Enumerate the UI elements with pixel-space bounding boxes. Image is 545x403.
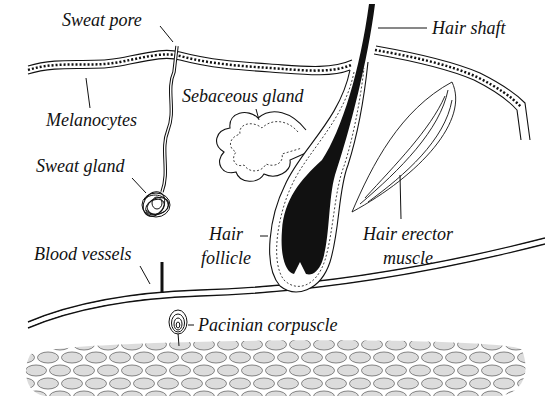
part-label: Blood vessels: [34, 242, 131, 266]
part-label: Hair erector muscle: [342, 222, 474, 270]
part-label: Sweat gland: [36, 154, 125, 178]
leader-line: [86, 26, 427, 325]
part-label: Sweat pore: [62, 8, 142, 32]
part-label: Hair shaft: [432, 16, 506, 40]
part-label: Hair follicle: [194, 222, 258, 270]
pacinian-corpuscle: [169, 310, 187, 346]
part-label: Pacinian corpuscle: [198, 313, 337, 337]
part-label: Sebaceous gland: [182, 84, 303, 108]
part-label: Melanocytes: [46, 108, 137, 132]
fat-layer: [26, 340, 526, 396]
hair-erector-muscle: [352, 82, 456, 212]
hair-shaft: [282, 4, 375, 275]
sweat-gland: [139, 46, 177, 220]
